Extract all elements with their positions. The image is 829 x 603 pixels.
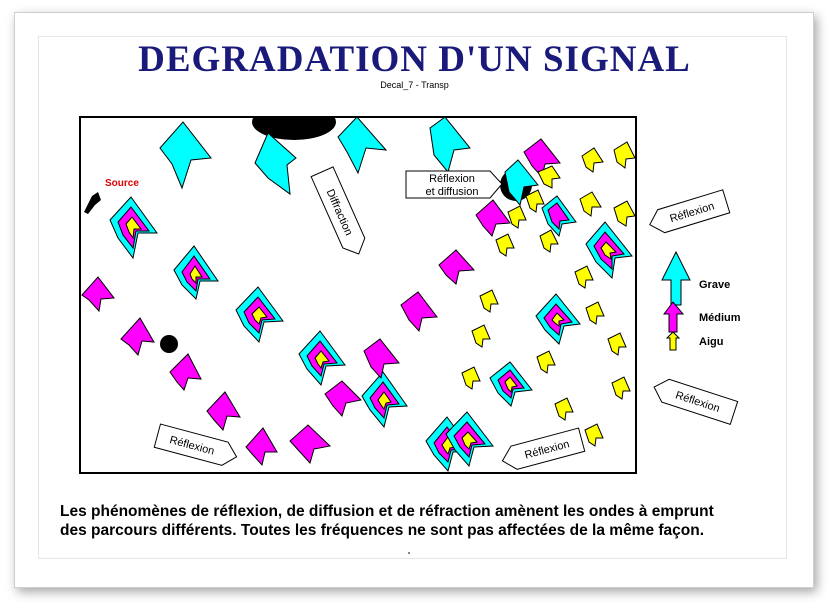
caption-line-1: Les phénomènes de réflexion, de diffusio… [60, 503, 714, 520]
grave-wave-shape [504, 159, 539, 207]
reflexion-callout-right-bottom: Réflexion [653, 378, 739, 426]
wave-group [489, 361, 533, 407]
footer-dot [408, 552, 410, 554]
grave-wave-shape [254, 132, 297, 196]
medium-wave-shapes [81, 138, 561, 467]
legend-medium-label: Médium [699, 312, 741, 324]
reflexion-diffusion-callout [405, 170, 503, 199]
caption: Les phénomènes de réflexion, de diffusio… [60, 502, 800, 540]
reflexion-callout-bottom-left: Réflexion [153, 423, 238, 466]
wave-group [109, 196, 158, 260]
wave-group [585, 221, 633, 280]
reflexion-diffusion-label-line2: et diffusion [425, 186, 478, 198]
reflexion-diffusion-label-line1: Réflexion [429, 173, 475, 185]
page-subtitle: Decal_7 - Transp [380, 80, 449, 90]
wave-group [173, 245, 219, 300]
legend-grave-swatch [661, 250, 691, 306]
small-obstacle [160, 335, 178, 353]
legend: Grave Médium Aigu [661, 250, 741, 351]
caption-line-2: des parcours différents. Toutes les fréq… [60, 522, 705, 539]
grave-wave-shape [337, 116, 388, 175]
legend-aigu-swatch [665, 331, 681, 351]
legend-grave-label: Grave [699, 279, 730, 291]
grave-wave-shape [429, 116, 471, 174]
wave-group [425, 416, 473, 473]
reflexion-callout-right-top: Réflexion [649, 189, 731, 234]
wave-group [541, 195, 577, 238]
legend-aigu-label: Aigu [699, 336, 723, 348]
reflexion-callout-bottom-mid: Réflexion [501, 427, 586, 470]
wave-group [298, 330, 346, 387]
grave-wave-shape [159, 121, 212, 190]
top-obstacle [252, 117, 336, 140]
source-speaker-icon [84, 192, 101, 214]
wave-group [535, 293, 581, 345]
aigu-wave-shapes [461, 141, 636, 447]
wave-group [235, 286, 284, 344]
wave-group [361, 371, 408, 429]
legend-medium-swatch [663, 301, 685, 333]
source-label: Source [105, 178, 139, 189]
page-title: DEGRADATION D'UN SIGNAL [138, 39, 691, 80]
wave-group [445, 411, 494, 468]
